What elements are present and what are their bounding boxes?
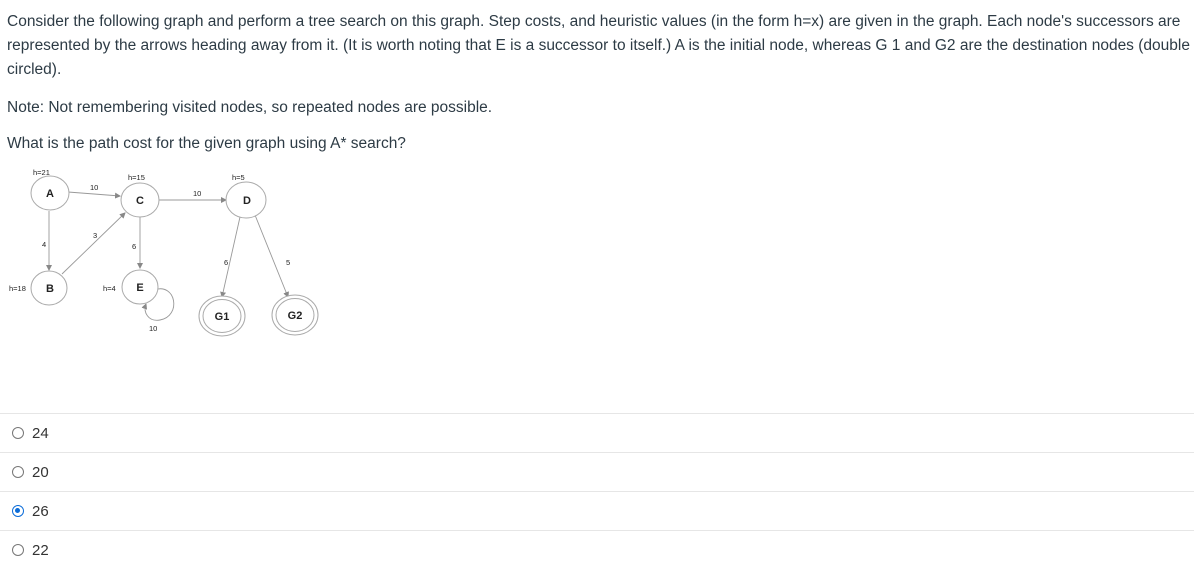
- edge-cost-e-e: 10: [149, 324, 157, 333]
- radio-button[interactable]: [12, 466, 24, 478]
- node-g2-label: G2: [288, 310, 303, 322]
- edge-cost-c-e: 6: [132, 242, 136, 251]
- answer-label: 22: [32, 541, 49, 559]
- node-d-label: D: [243, 195, 251, 207]
- node-e-label: E: [136, 282, 143, 294]
- edge-a-c: [67, 191, 121, 199]
- edge-d-g2: [254, 214, 289, 298]
- edge-e-e-loop: [141, 288, 175, 321]
- heuristic-a: h=21: [33, 168, 50, 177]
- edge-cost-d-g1: 6: [224, 258, 228, 267]
- question-block: Consider the following graph and perform…: [7, 10, 1197, 152]
- node-d-circle: [225, 181, 267, 219]
- heuristic-e: h=4: [103, 284, 116, 293]
- node-g2-inner-circle: [275, 298, 315, 332]
- edge-cost-a-b: 4: [42, 240, 46, 249]
- edge-b-c: [61, 212, 126, 275]
- heuristic-b: h=18: [9, 284, 26, 293]
- answer-option[interactable]: 22: [0, 530, 1194, 569]
- answer-option[interactable]: 24: [0, 413, 1194, 452]
- answer-label: 24: [32, 424, 49, 442]
- answer-option[interactable]: 20: [0, 452, 1194, 491]
- node-c-circle: [120, 182, 160, 218]
- node-e-circle: [121, 269, 159, 305]
- node-g1-inner-circle: [202, 299, 242, 333]
- answer-option[interactable]: 26: [0, 491, 1194, 530]
- answer-label: 20: [32, 463, 49, 481]
- node-c-label: C: [136, 195, 144, 207]
- node-g1-label: G1: [215, 311, 230, 323]
- edge-d-g1: [220, 216, 241, 298]
- heuristic-d: h=5: [232, 173, 245, 182]
- question-note: Note: Not remembering visited nodes, so …: [7, 99, 493, 116]
- question-prompt: What is the path cost for the given grap…: [7, 135, 406, 152]
- answer-label: 26: [32, 502, 49, 520]
- search-graph-diagram: 10 4 3 10 6 6 5 10 h=21 A h=15 C h=5 D h…: [9, 168, 319, 337]
- node-a-label: A: [46, 188, 54, 200]
- edge-cost-d-g2: 5: [286, 258, 290, 267]
- edge-cost-a-c: 10: [90, 183, 98, 192]
- heuristic-c: h=15: [128, 173, 145, 182]
- radio-button[interactable]: [12, 544, 24, 556]
- radio-button[interactable]: [12, 427, 24, 439]
- edge-cost-c-d: 10: [193, 189, 201, 198]
- radio-button[interactable]: [12, 505, 24, 517]
- node-a-circle: [30, 175, 70, 211]
- answer-options: 24 20 26 22: [0, 413, 1194, 569]
- question-intro: Consider the following graph and perform…: [7, 13, 1190, 78]
- node-b-circle: [30, 270, 68, 306]
- node-b-label: B: [46, 283, 54, 295]
- edge-cost-b-c: 3: [93, 231, 97, 240]
